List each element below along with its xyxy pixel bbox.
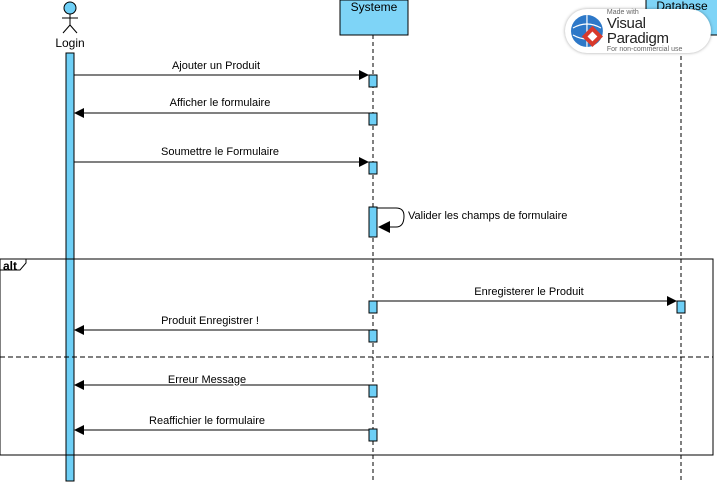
watermark-badge: Made with Visual Paradigm For non-commer… <box>565 9 711 53</box>
visual-paradigm-logo-icon <box>570 15 604 48</box>
lifeline-head-systeme[interactable] <box>339 0 409 36</box>
message-arrow-self[interactable] <box>377 207 405 228</box>
message-arrowhead-self <box>378 221 390 233</box>
activation-bar-systeme <box>368 329 378 343</box>
watermark-note: For non-commercial use <box>606 46 683 53</box>
alt-fragment-operator: alt <box>3 259 17 273</box>
message-label: Enregisterer le Produit <box>474 286 583 298</box>
message-label: Valider les champs de formulaire <box>408 210 567 222</box>
activation-bar-database <box>676 300 686 314</box>
message-label: Ajouter un Produit <box>172 60 260 72</box>
watermark-made-with: Made with <box>606 9 639 16</box>
activation-bar-systeme <box>368 206 378 238</box>
message-label: Erreur Message <box>168 374 246 386</box>
message-label: Afficher le formulaire <box>170 97 271 109</box>
activation-bar-systeme <box>368 384 378 398</box>
activation-bar-systeme <box>368 112 378 126</box>
activation-bar-systeme <box>368 74 378 88</box>
message-label: Produit Enregistrer ! <box>161 315 259 327</box>
actor-stick-figure-icon <box>62 1 78 34</box>
activation-bar-systeme <box>368 300 378 314</box>
watermark-brand: Visual Paradigm <box>606 15 669 47</box>
activation-bar-systeme <box>368 428 378 442</box>
activation-bar-login <box>65 52 75 482</box>
activation-bar-systeme <box>368 161 378 175</box>
lifeline-label-systeme: Systeme <box>351 0 398 14</box>
message-label: Soumettre le Formulaire <box>161 146 279 158</box>
alt-fragment-label-box <box>0 258 27 271</box>
message-label: Reaffichier le formulaire <box>149 415 265 427</box>
actor-label: Login <box>55 36 84 50</box>
